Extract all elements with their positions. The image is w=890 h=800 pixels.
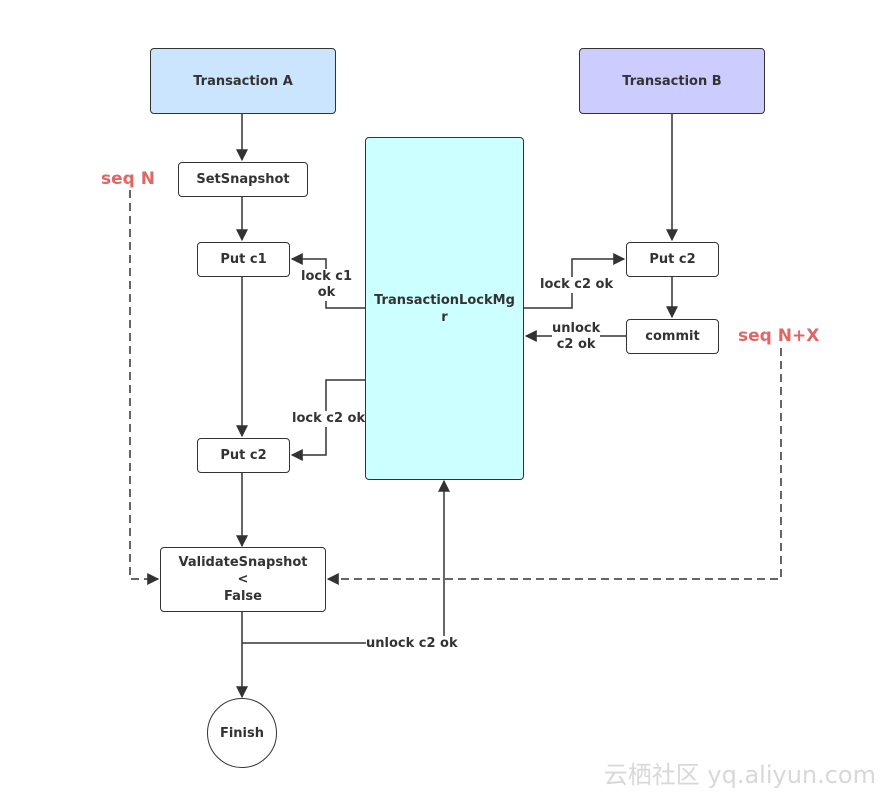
commit-node: commit bbox=[626, 319, 719, 354]
put-c1-node: Put c1 bbox=[197, 242, 290, 277]
edge-label-lock-c2-ok-a: lock c2 ok bbox=[292, 411, 366, 427]
seq-n-annotation: seq N bbox=[101, 169, 155, 189]
put-c2-a-node: Put c2 bbox=[197, 438, 290, 473]
validate-line-1: ValidateSnapshot bbox=[178, 555, 308, 570]
set-snapshot-node: SetSnapshot bbox=[178, 162, 308, 197]
edge-label-unlock-c2-ok-b: unlock c2 ok bbox=[552, 321, 601, 353]
transaction-lock-mgr-node: TransactionLockMgr bbox=[365, 137, 524, 480]
watermark-text: 云栖社区 yq.aliyun.com bbox=[603, 761, 876, 789]
edge-label-lock-c1-ok: lock c1 ok bbox=[301, 269, 353, 301]
transaction-a-label: Transaction A bbox=[193, 73, 293, 89]
seq-n-x-annotation: seq N+X bbox=[738, 326, 820, 346]
transaction-b-label: Transaction B bbox=[622, 73, 722, 89]
edge-seq-n-x-dashed bbox=[326, 348, 782, 585]
transaction-b-node: Transaction B bbox=[579, 48, 765, 114]
finish-node: Finish bbox=[207, 698, 277, 768]
set-snapshot-label: SetSnapshot bbox=[196, 172, 290, 187]
validate-line-2: < bbox=[237, 572, 249, 587]
put-c2-a-label: Put c2 bbox=[220, 448, 267, 463]
put-c1-label: Put c1 bbox=[220, 252, 267, 267]
put-c2-b-label: Put c2 bbox=[649, 252, 696, 267]
commit-label: commit bbox=[645, 329, 700, 344]
validate-line-3: False bbox=[224, 589, 262, 604]
finish-label: Finish bbox=[219, 725, 265, 741]
transaction-a-node: Transaction A bbox=[150, 48, 336, 114]
edge-label-unlock-c2-ok-bottom: unlock c2 ok bbox=[366, 636, 458, 652]
edge-label-lock-c2-ok-b: lock c2 ok bbox=[540, 277, 614, 293]
put-c2-b-node: Put c2 bbox=[626, 242, 719, 277]
transaction-lock-mgr-label: TransactionLockMgr bbox=[374, 292, 515, 325]
edge-seq-n-dashed bbox=[129, 190, 160, 585]
validate-snapshot-node: ValidateSnapshot < False bbox=[160, 547, 326, 612]
